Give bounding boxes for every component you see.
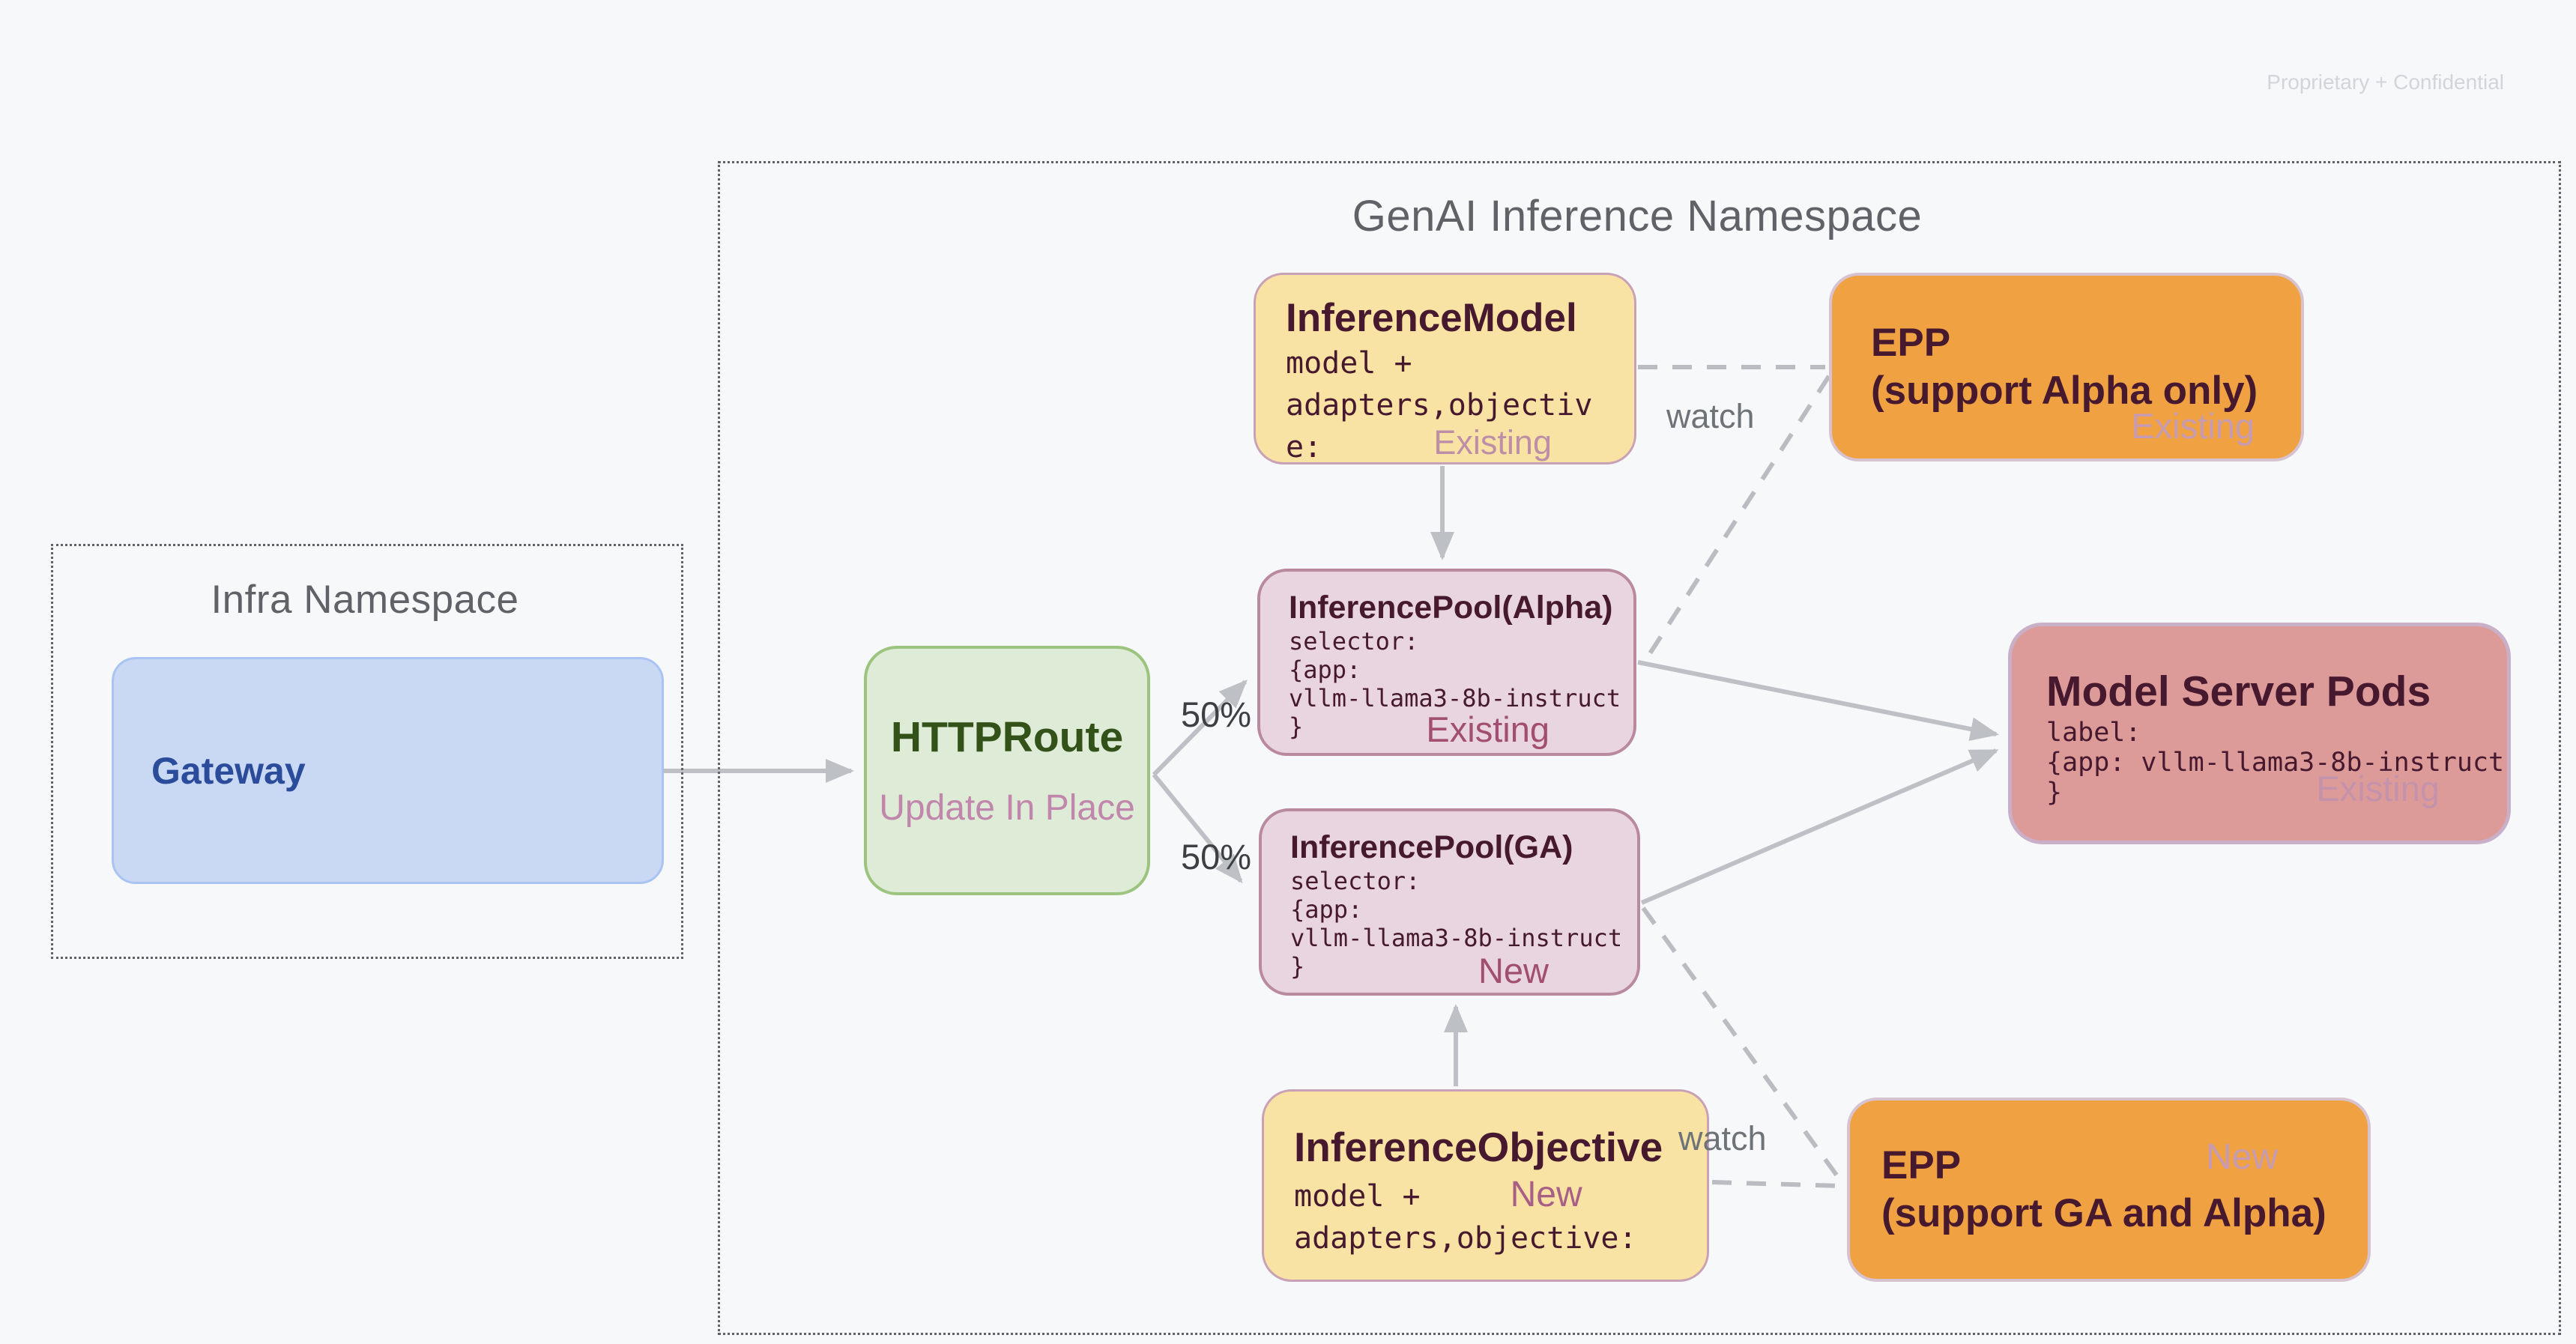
inferenceobjective-node: InferenceObjective model + New adapters,… [1262, 1089, 1709, 1282]
epp-ga-title-line2: (support GA and Alpha) [1881, 1191, 2326, 1235]
inferenceobjective-code-line1: model + [1294, 1179, 1421, 1214]
confidential-watermark: Proprietary + Confidential [2267, 70, 2504, 94]
inferencepool-alpha-code-line2: {app: [1289, 656, 1361, 684]
epp-ga-node: EPP (support GA and Alpha) New [1847, 1098, 2371, 1282]
model-server-pods-node: Model Server Pods label: {app: vllm-llam… [2008, 623, 2511, 844]
epp-alpha-node: EPP (support Alpha only) Existing [1829, 273, 2304, 461]
inferencemodel-status-tag: Existing [1433, 423, 1552, 461]
epp-alpha-status-tag: Existing [2131, 406, 2255, 446]
watch-top-label: watch [1666, 397, 1755, 435]
inferencepool-ga-code-line4: } [1290, 952, 1305, 981]
infra-namespace-title: Infra Namespace [211, 578, 519, 622]
inferenceobjective-title: InferenceObjective [1294, 1124, 1663, 1170]
model-server-pods-title: Model Server Pods [2046, 668, 2431, 715]
inferencepool-alpha-title: InferencePool(Alpha) [1289, 590, 1613, 626]
traffic-split-bottom-label: 50% [1181, 837, 1252, 877]
genai-namespace-container [718, 161, 2561, 1335]
infra-namespace-container [51, 544, 683, 959]
inferencepool-ga-code-line1: selector: [1290, 867, 1421, 895]
inferencepool-alpha-code-line3: vllm-llama3-8b-instruct [1289, 684, 1621, 712]
inferenceobjective-code-line2: adapters,objective: [1294, 1221, 1637, 1256]
httproute-subtitle: Update In Place [879, 788, 1135, 828]
inferencemodel-node: InferenceModel model + adapters,objectiv… [1254, 273, 1636, 464]
gateway-node: Gateway [112, 657, 664, 884]
model-server-pods-code-line3: } [2046, 778, 2063, 808]
inferencemodel-code-line3: e: [1286, 430, 1322, 464]
inferencemodel-code-line1: model + [1286, 346, 1412, 381]
inferencepool-alpha-code-line1: selector: [1289, 627, 1419, 656]
inferencemodel-code-line2: adapters,objectiv [1286, 388, 1593, 423]
httproute-title: HTTPRoute [890, 713, 1124, 761]
inferencepool-alpha-status-tag: Existing [1426, 709, 1549, 749]
genai-namespace-title: GenAI Inference Namespace [1352, 192, 1923, 240]
gateway-title: Gateway [151, 749, 306, 792]
inferencemodel-title: InferenceModel [1286, 296, 1577, 340]
watch-bottom-label: watch [1678, 1119, 1767, 1157]
inferencepool-alpha-node: InferencePool(Alpha) selector: {app: vll… [1257, 569, 1636, 756]
inferencepool-ga-status-tag: New [1478, 951, 1549, 990]
epp-ga-status-tag: New [2205, 1137, 2278, 1177]
model-server-pods-status-tag: Existing [2316, 769, 2440, 808]
epp-alpha-title-line1: EPP [1871, 321, 1951, 365]
inferenceobjective-status-tag: New [1510, 1175, 1582, 1214]
epp-alpha-title-line2: (support Alpha only) [1871, 369, 2258, 413]
traffic-split-top-label: 50% [1181, 694, 1252, 734]
epp-ga-title-line1: EPP [1881, 1143, 1962, 1187]
httproute-node: HTTPRoute Update In Place [864, 646, 1150, 895]
inferencepool-ga-code-line2: {app: [1290, 895, 1363, 924]
inferencepool-ga-node: InferencePool(GA) selector: {app: vllm-l… [1259, 808, 1640, 996]
model-server-pods-code-line1: label: [2046, 718, 2141, 748]
inferencepool-ga-code-line3: vllm-llama3-8b-instruct [1290, 924, 1623, 952]
model-server-pods-code-line2: {app: vllm-llama3-8b-instruct [2046, 748, 2505, 778]
inferencepool-alpha-code-line4: } [1289, 712, 1304, 741]
inferencepool-ga-title: InferencePool(GA) [1290, 829, 1573, 865]
